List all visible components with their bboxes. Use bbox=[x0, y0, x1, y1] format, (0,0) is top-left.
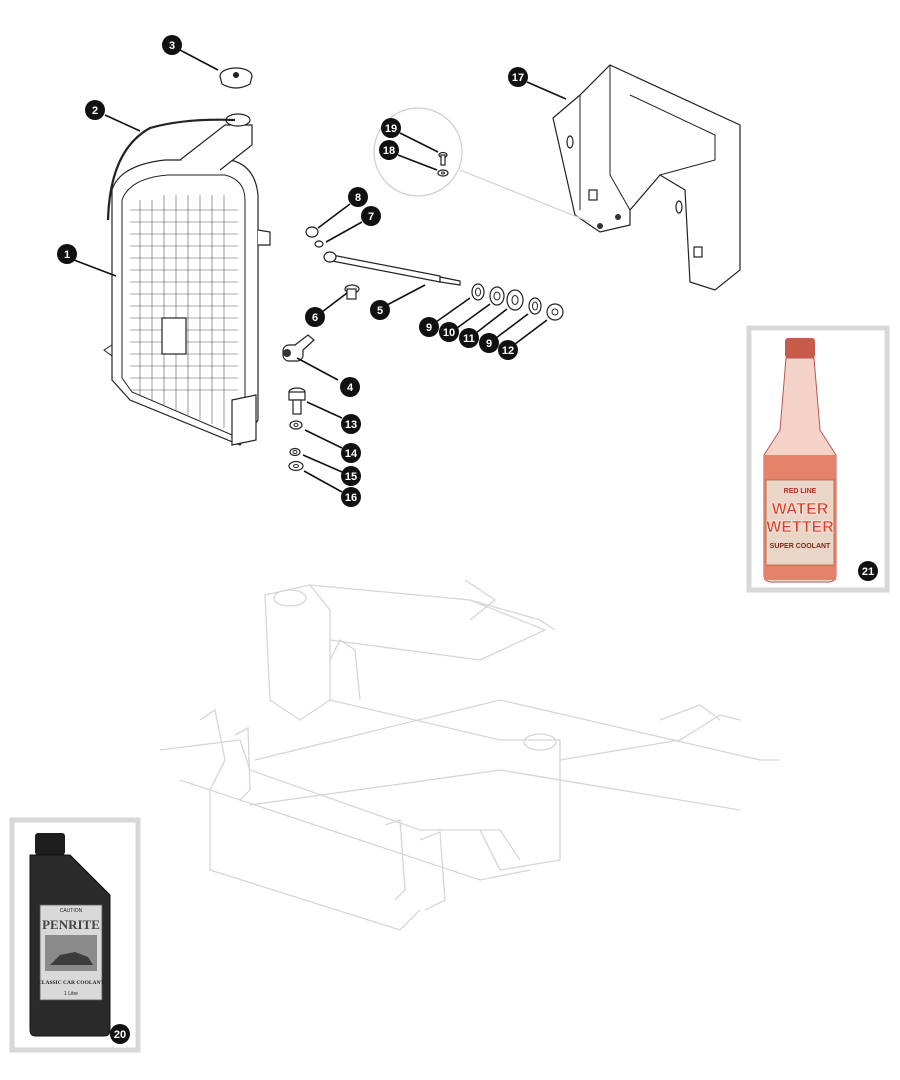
svg-text:11: 11 bbox=[463, 333, 475, 345]
svg-text:12: 12 bbox=[502, 345, 514, 357]
callout-1: 1 bbox=[57, 244, 77, 264]
radiator-part bbox=[103, 113, 271, 446]
penrite-brand: PENRITE bbox=[42, 917, 100, 932]
stay-rod-part bbox=[323, 251, 461, 286]
callout-15: 15 bbox=[341, 466, 361, 486]
svg-text:10: 10 bbox=[443, 327, 455, 339]
svg-text:4: 4 bbox=[347, 382, 354, 394]
overflow-pipe-part bbox=[106, 118, 236, 221]
callout-16: 16 bbox=[341, 487, 361, 507]
callout-4: 4 bbox=[340, 377, 360, 397]
svg-text:21: 21 bbox=[862, 566, 874, 578]
svg-text:16: 16 bbox=[345, 492, 357, 504]
callout-5: 5 bbox=[370, 300, 390, 320]
svg-text:8: 8 bbox=[355, 192, 361, 204]
callout-11: 11 bbox=[459, 328, 479, 348]
callout-9-second: 9 bbox=[479, 333, 499, 353]
svg-text:18: 18 bbox=[383, 145, 395, 157]
callout-leaders bbox=[73, 49, 567, 493]
callout-12: 12 bbox=[498, 340, 518, 360]
bolt-6-part bbox=[344, 284, 360, 300]
penrite-product-name: CLASSIC CAR COOLANT bbox=[38, 980, 105, 986]
svg-text:9: 9 bbox=[486, 338, 492, 350]
callout-20: 20 bbox=[110, 1024, 130, 1044]
callout-14: 14 bbox=[341, 443, 361, 463]
callout-19: 19 bbox=[381, 118, 401, 138]
svg-text:19: 19 bbox=[385, 123, 397, 135]
radiator-cap-part bbox=[219, 67, 253, 89]
svg-text:14: 14 bbox=[345, 448, 358, 460]
callout-3: 3 bbox=[162, 35, 182, 55]
water-wetter-sub-line: SUPER COOLANT bbox=[770, 543, 831, 550]
penrite-product-photo: CAUTION PENRITE CLASSIC CAR COOLANT 1 Li… bbox=[9, 817, 141, 1053]
drain-tap-part bbox=[282, 334, 315, 362]
svg-text:6: 6 bbox=[312, 312, 318, 324]
callout-7: 7 bbox=[361, 206, 381, 226]
svg-text:20: 20 bbox=[114, 1029, 126, 1041]
callout-17: 17 bbox=[508, 67, 528, 87]
callout-8: 8 bbox=[348, 187, 368, 207]
penrite-caution: CAUTION bbox=[60, 908, 83, 914]
water-wetter-product-photo: RED LINE WATER WETTER SUPER COOLANT bbox=[746, 325, 890, 593]
washer-7-part bbox=[314, 240, 324, 248]
callout-6: 6 bbox=[305, 307, 325, 327]
callout-9-first: 9 bbox=[419, 317, 439, 337]
callout-2: 2 bbox=[85, 100, 105, 120]
bracket-17-part bbox=[552, 64, 741, 291]
svg-text:3: 3 bbox=[169, 40, 175, 52]
water-wetter-brand: RED LINE bbox=[784, 488, 817, 495]
callout-18: 18 bbox=[379, 140, 399, 160]
svg-text:9: 9 bbox=[426, 322, 432, 334]
mounting-bolt-set-parts bbox=[288, 387, 306, 472]
svg-text:1: 1 bbox=[64, 249, 70, 261]
nut-8-part bbox=[305, 226, 319, 238]
water-wetter-name-line1: WATER bbox=[772, 501, 829, 518]
svg-text:7: 7 bbox=[368, 211, 374, 223]
svg-text:5: 5 bbox=[377, 305, 383, 317]
svg-text:13: 13 bbox=[345, 419, 357, 431]
svg-text:17: 17 bbox=[512, 72, 524, 84]
callout-13: 13 bbox=[341, 414, 361, 434]
penrite-volume: 1 Litre bbox=[64, 991, 78, 997]
svg-text:2: 2 bbox=[92, 105, 98, 117]
svg-text:15: 15 bbox=[345, 471, 357, 483]
ghost-chassis-frame bbox=[159, 579, 780, 931]
callout-21: 21 bbox=[858, 561, 878, 581]
water-wetter-name-line2: WETTER bbox=[766, 519, 834, 536]
washer-set-parts bbox=[471, 283, 564, 321]
detail-magnifier bbox=[373, 107, 591, 223]
callout-10: 10 bbox=[439, 322, 459, 342]
